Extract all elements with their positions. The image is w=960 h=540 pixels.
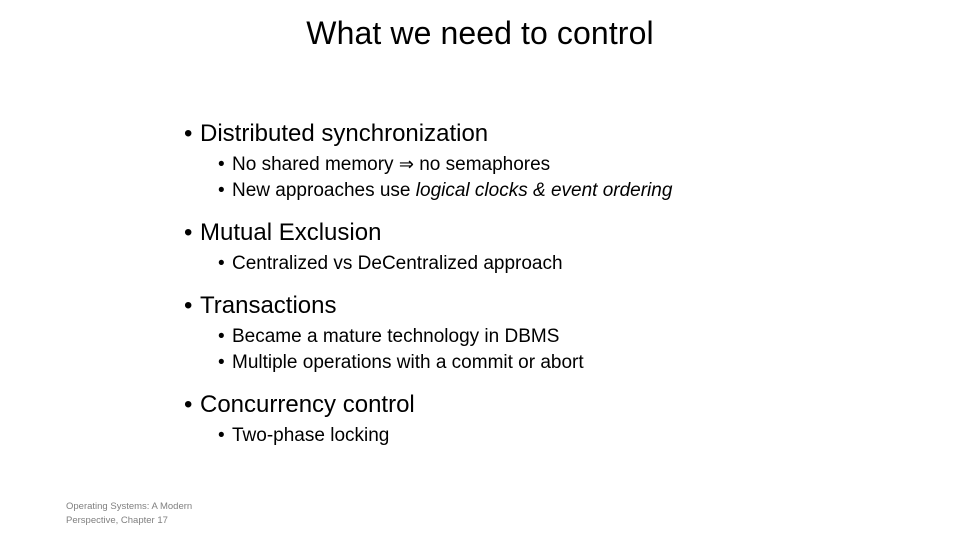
footer-line-1: Operating Systems: A Modern — [66, 501, 193, 512]
bullet-level2-multiple-operations: • Multiple operations with a commit or a… — [0, 350, 960, 376]
bullet-level2-label: No shared memory — [232, 154, 399, 175]
bullet-level1-label: Concurrency control — [200, 391, 415, 418]
bullet-level1-distributed-synchronization: • Distributed synchronization — [0, 118, 960, 150]
bullet-level1-mutual-exclusion: • Mutual Exclusion — [0, 217, 960, 249]
bullet-level2-centralized-vs-decentralized: • Centralized vs DeCentralized approach — [0, 251, 960, 277]
bullet-level2-label: Centralized vs DeCentralized approach — [232, 253, 563, 274]
bullet-dot-icon: • — [184, 391, 193, 418]
footer-line-2: Perspective, Chapter 17 — [66, 515, 168, 526]
page-title: What we need to control — [306, 15, 654, 51]
bullet-level1-transactions: • Transactions — [0, 290, 960, 322]
bullet-dot-icon: • — [218, 425, 225, 446]
bullet-level2-new-approaches: • New approaches use logical clocks & ev… — [0, 178, 960, 204]
slide-body: • Distributed synchronization • No share… — [0, 118, 960, 449]
bullet-group: • Distributed synchronization • No share… — [0, 118, 960, 204]
implies-arrow-icon: ⇒ — [398, 154, 414, 175]
bullet-level2-emphasis: logical clocks & event ordering — [415, 180, 673, 201]
bullet-level1-concurrency-control: • Concurrency control — [0, 389, 960, 421]
bullet-level2-label: Two-phase locking — [232, 425, 390, 446]
bullet-level2-no-shared-memory: • No shared memory ⇒ no semaphores — [0, 152, 960, 178]
slide-footer: Operating Systems: A Modern Perspective,… — [66, 500, 306, 528]
bullet-dot-icon: • — [184, 219, 193, 246]
bullet-level2-label: Multiple operations with a commit or abo… — [232, 352, 584, 373]
bullet-group: • Transactions • Became a mature technol… — [0, 290, 960, 376]
bullet-dot-icon: • — [218, 154, 225, 175]
bullet-level2-two-phase-locking: • Two-phase locking — [0, 423, 960, 449]
sub-bullet-list: • Centralized vs DeCentralized approach — [0, 251, 960, 277]
bullet-dot-icon: • — [218, 253, 225, 274]
bullet-dot-icon: • — [218, 180, 225, 201]
bullet-group: • Mutual Exclusion • Centralized vs DeCe… — [0, 217, 960, 277]
sub-bullet-list: • No shared memory ⇒ no semaphores • New… — [0, 152, 960, 204]
bullet-level1-label: Transactions — [200, 292, 337, 319]
bullet-group: • Concurrency control • Two-phase lockin… — [0, 389, 960, 449]
bullet-dot-icon: • — [218, 326, 225, 347]
sub-bullet-list: • Became a mature technology in DBMS • M… — [0, 324, 960, 376]
bullet-dot-icon: • — [184, 292, 193, 319]
bullet-dot-icon: • — [218, 352, 225, 373]
bullet-dot-icon: • — [184, 120, 193, 147]
bullet-level2-mature-technology: • Became a mature technology in DBMS — [0, 324, 960, 350]
bullet-level2-label-suffix: no semaphores — [413, 154, 551, 175]
bullet-level1-label: Distributed synchronization — [200, 120, 489, 147]
bullet-level2-label: Became a mature technology in DBMS — [232, 326, 560, 347]
bullet-level2-label: New approaches use — [232, 180, 416, 201]
bullet-level1-label: Mutual Exclusion — [200, 219, 382, 246]
sub-bullet-list: • Two-phase locking — [0, 423, 960, 449]
